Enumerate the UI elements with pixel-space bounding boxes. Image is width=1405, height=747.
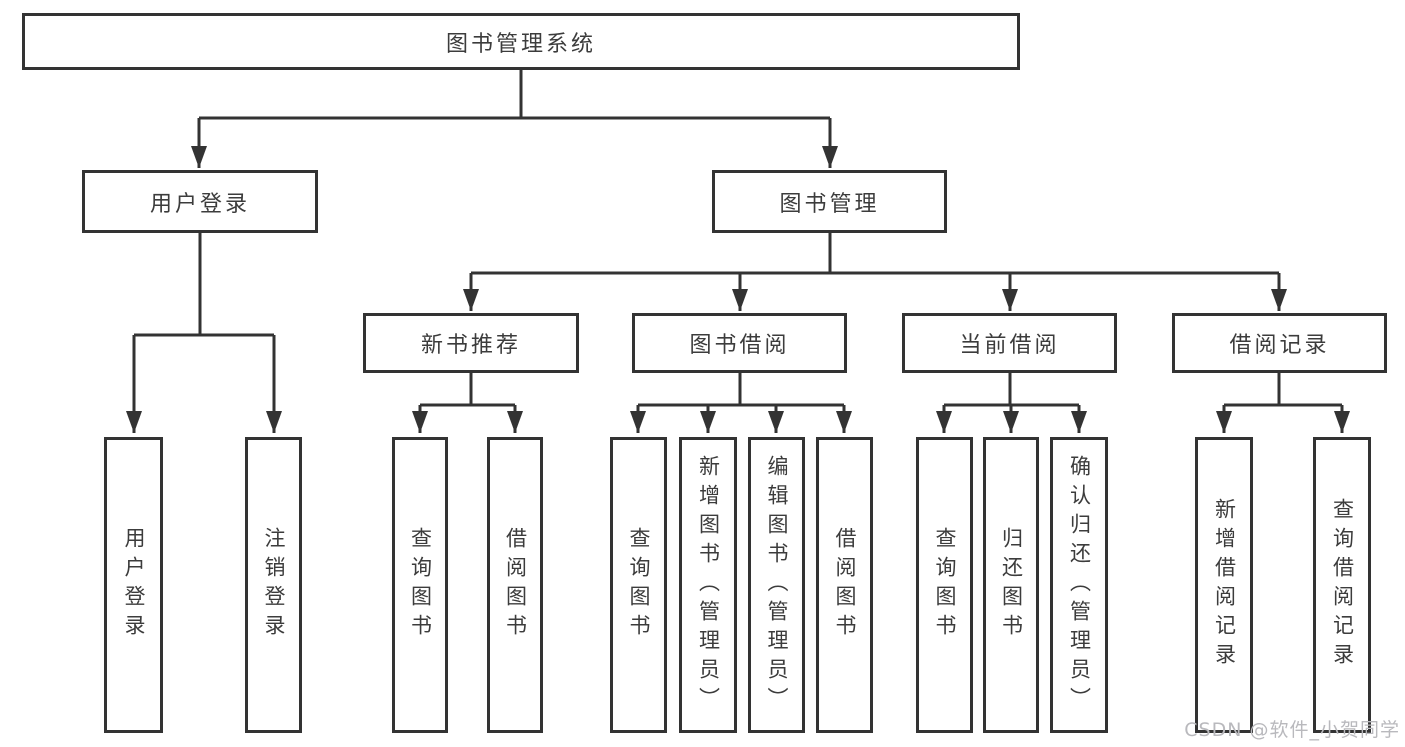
node-leaf-query-books-2: 查询图书 [610, 437, 667, 733]
watermark: CSDN @软件_小贺同学 [1184, 719, 1400, 741]
node-leaf-query-borrow-record: 查询借阅记录 [1313, 437, 1371, 733]
node-leaf-query-books-1: 查询图书 [392, 437, 448, 733]
node-book-management: 图书管理 [712, 170, 947, 233]
node-leaf-add-books-admin: 新增图书（管理员） [679, 437, 737, 733]
node-leaf-confirm-return-admin: 确认归还（管理员） [1050, 437, 1108, 733]
node-new-book-recommend: 新书推荐 [363, 313, 579, 373]
node-leaf-borrow-books-2: 借阅图书 [816, 437, 873, 733]
node-borrow-records: 借阅记录 [1172, 313, 1387, 373]
node-leaf-return-books: 归还图书 [983, 437, 1039, 733]
node-system-root: 图书管理系统 [22, 13, 1020, 70]
node-leaf-logout: 注销登录 [245, 437, 302, 733]
node-current-borrow: 当前借阅 [902, 313, 1117, 373]
node-leaf-user-login: 用户登录 [104, 437, 163, 733]
node-leaf-add-borrow-record: 新增借阅记录 [1195, 437, 1253, 733]
node-user-login: 用户登录 [82, 170, 318, 233]
node-book-borrow: 图书借阅 [632, 313, 847, 373]
node-leaf-edit-books-admin: 编辑图书（管理员） [748, 437, 805, 733]
node-leaf-query-books-3: 查询图书 [916, 437, 973, 733]
node-leaf-borrow-books-1: 借阅图书 [487, 437, 543, 733]
